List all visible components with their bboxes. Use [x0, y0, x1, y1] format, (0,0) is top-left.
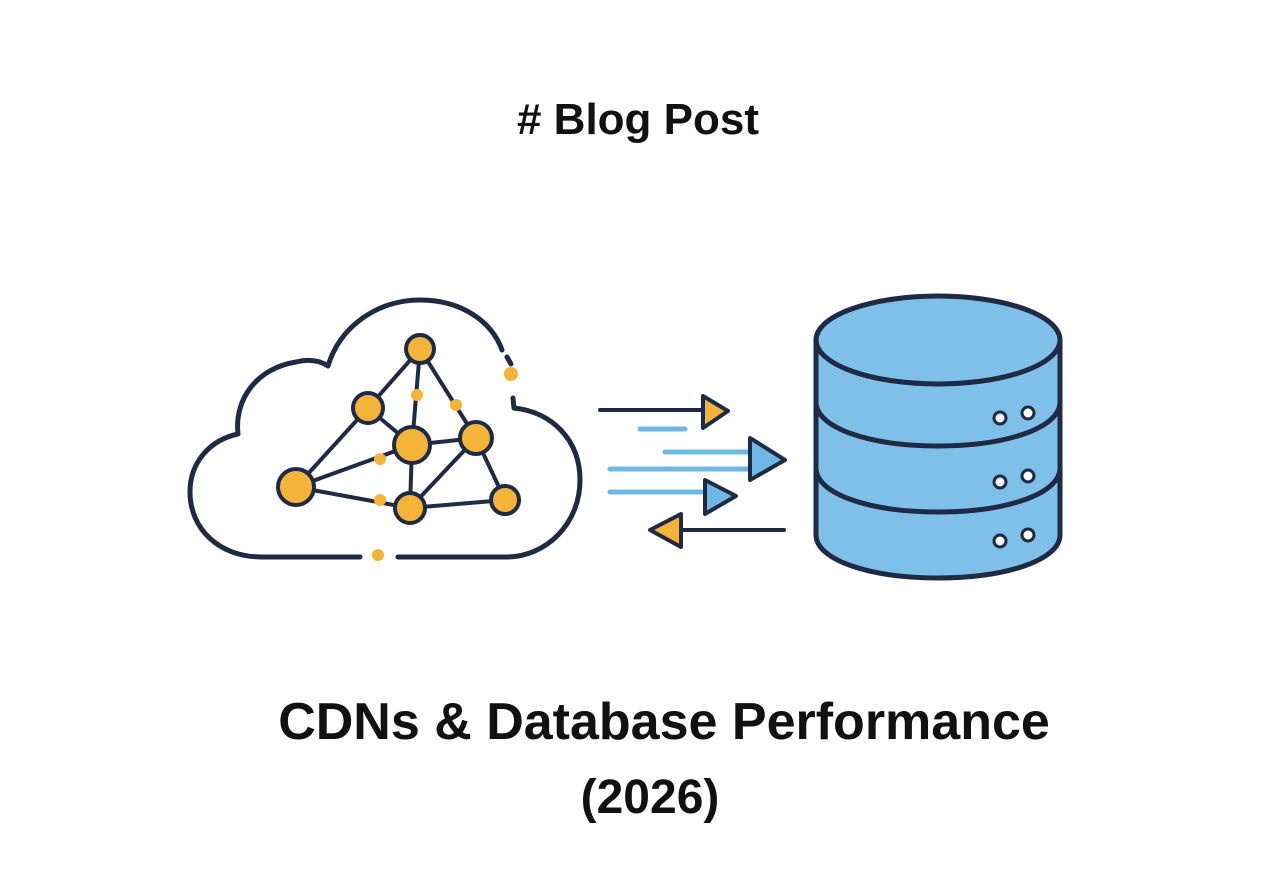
- cloud-network-icon: [187, 297, 583, 561]
- blog-post-label: # Blog Post: [516, 95, 760, 144]
- database-server-icon: [813, 293, 1063, 581]
- post-title: CDNs & Database Performance: [278, 693, 1050, 751]
- post-year: (2026): [580, 771, 720, 824]
- data-transfer-arrows-icon: [598, 394, 787, 549]
